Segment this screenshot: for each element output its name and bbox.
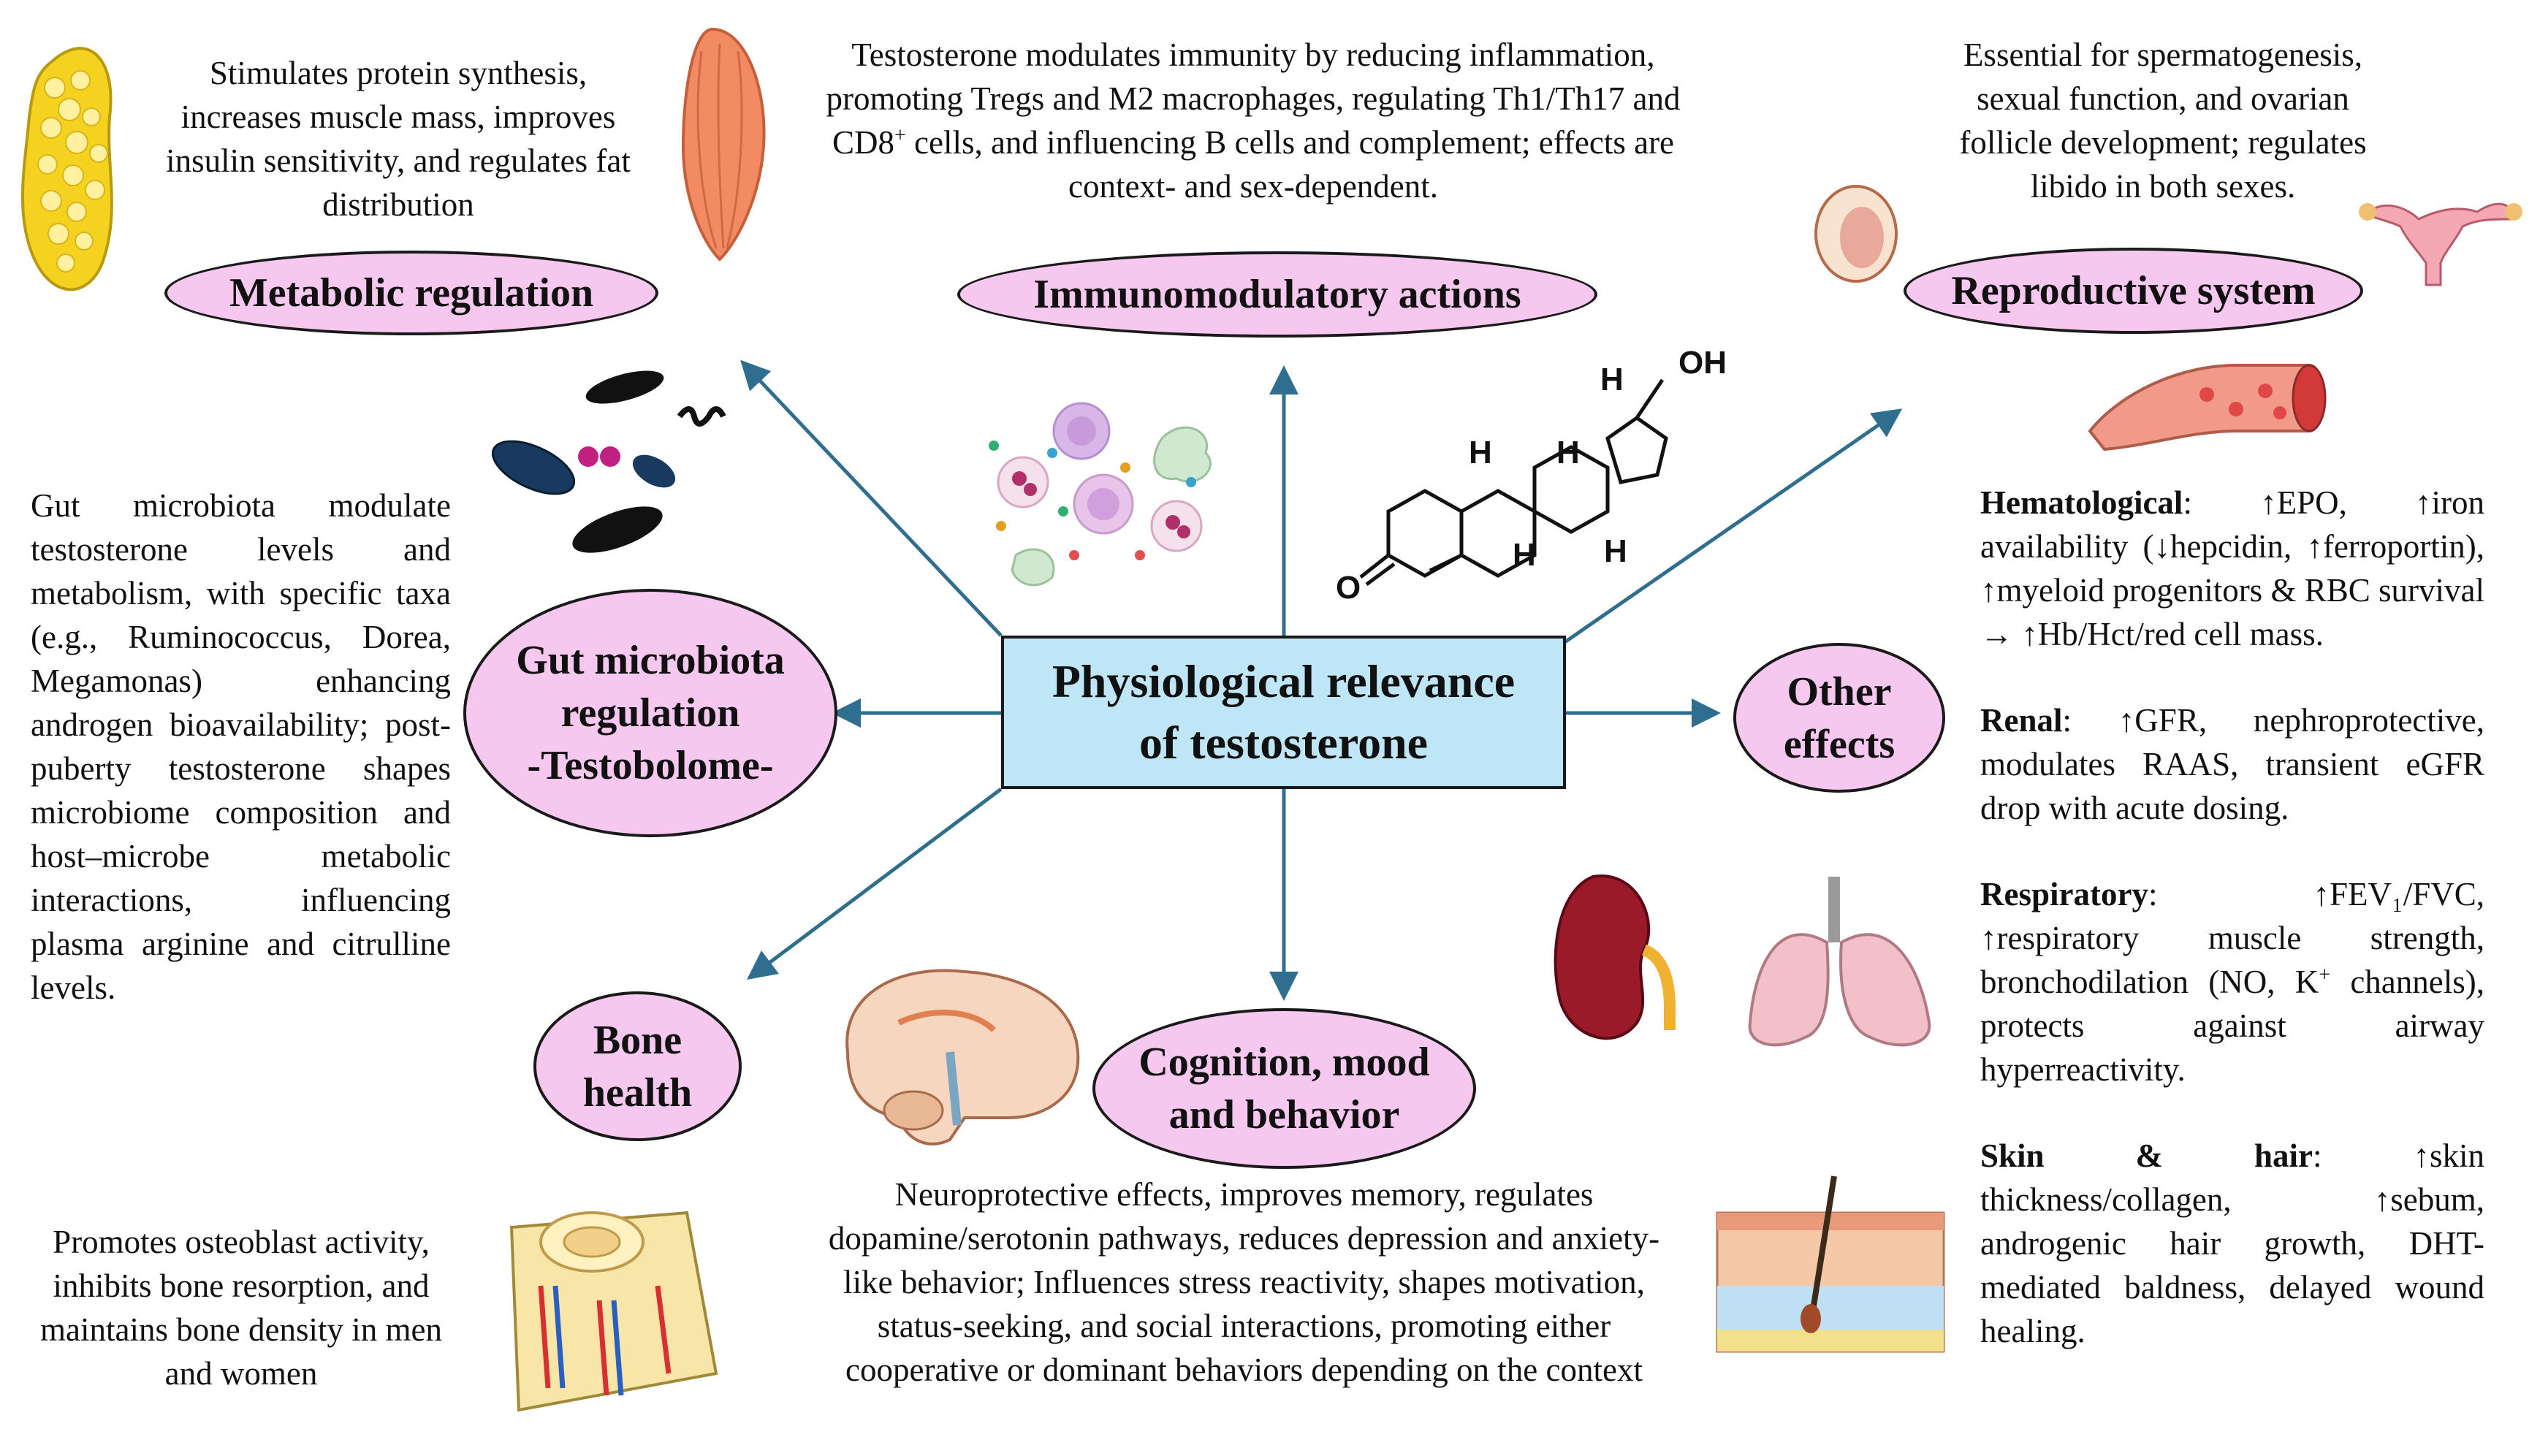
gut-microbiota-description: Gut microbiota modulate testosterone lev… xyxy=(31,487,451,1006)
immunomodulatory-actions-label: Immunomodulatory actions xyxy=(1033,272,1521,317)
bone-icon xyxy=(509,1211,718,1412)
adipose-tissue-icon xyxy=(21,47,113,291)
skin-hair-icon xyxy=(1716,1175,1945,1353)
renal-effect: Renal: ↑GFR, nephroprotective, modulates… xyxy=(1980,702,2484,826)
arrow-to-bone xyxy=(747,788,1003,980)
hematological-effect: Hematological: ↑EPO, ↑iron availability … xyxy=(1980,484,2484,652)
skin-hair-effect: Skin & hair: ↑skin thickness/collagen, ↑… xyxy=(1980,1137,2484,1349)
immune-cells-icon xyxy=(989,402,1212,587)
molecule-h-label: H xyxy=(1469,435,1492,470)
kidney-icon xyxy=(1554,874,1676,1040)
molecule-h-label: H xyxy=(1513,537,1536,573)
cognition-mood-behavior-label: and behavior xyxy=(1168,1092,1400,1137)
blood-vessel-icon xyxy=(2088,364,2327,451)
lungs-icon xyxy=(1748,877,1931,1047)
immunomodulatory-actions-node: Immunomodulatory actions xyxy=(957,251,1597,338)
center-title-line2: of testosterone xyxy=(1138,717,1429,769)
bone-health-label: health xyxy=(582,1070,693,1116)
testosterone-molecule-icon xyxy=(1359,378,1668,587)
gut-microbiota-label: -Testobolome- xyxy=(527,743,774,788)
other-effects-node: Other effects xyxy=(1733,643,1945,793)
bone-health-node: Bone health xyxy=(533,991,742,1141)
reproductive-description: Essential for spermatogenesis, sexual fu… xyxy=(1959,37,2367,205)
bacteria-icon xyxy=(491,370,726,553)
reproductive-system-node: Reproductive system xyxy=(1904,248,2363,334)
muscle-icon xyxy=(681,27,766,262)
other-effects-label: Other xyxy=(1787,668,1892,714)
reproductive-system-label: Reproductive system xyxy=(1951,268,2316,313)
respiratory-effect: Respiratory: ↑FEV₁/FVC, ↑respiratory mus… xyxy=(1980,876,2485,1088)
brain-icon xyxy=(845,969,1080,1146)
molecule-h-label: H xyxy=(1600,362,1624,397)
gut-microbiota-label: Gut microbiota xyxy=(516,638,785,683)
bone-health-label: Bone xyxy=(593,1017,682,1063)
molecule-o-label: O xyxy=(1336,570,1361,606)
cognition-mood-behavior-label: Cognition, mood xyxy=(1138,1040,1430,1085)
arrow-to-metabolic xyxy=(740,359,1003,637)
center-title-line1: Physiological relevance xyxy=(1052,655,1516,707)
arrow-to-reproductive xyxy=(1562,408,1903,645)
gut-microbiota-node: Gut microbiota regulation -Testobolome- xyxy=(463,589,837,837)
testis-icon xyxy=(1814,185,1898,283)
molecule-h-label: H xyxy=(1556,435,1580,470)
other-effects-list: Hematological: ↑EPO, ↑iron availability … xyxy=(1980,481,2484,1395)
cognition-mood-behavior-node: Cognition, mood and behavior xyxy=(1092,1008,1476,1169)
molecule-oh-label: OH xyxy=(1678,345,1727,381)
metabolic-regulation-node: Metabolic regulation xyxy=(164,251,658,335)
other-effects-label: effects xyxy=(1783,721,1896,767)
gut-microbiota-label: regulation xyxy=(560,690,740,736)
immunomodulatory-description: Testosterone modulates immunity by reduc… xyxy=(826,37,1681,205)
cognition-description: Neuroprotective effects, improves memory… xyxy=(828,1176,1660,1388)
center-box: Physiological relevance of testosterone xyxy=(1001,636,1566,789)
uterus-icon xyxy=(2359,202,2522,286)
bone-health-description: Promotes osteoblast activity, inhibits b… xyxy=(40,1224,442,1392)
metabolic-regulation-label: Metabolic regulation xyxy=(229,270,594,316)
molecule-h-label: H xyxy=(1604,533,1627,569)
metabolic-description: Stimulates protein synthesis, increases … xyxy=(166,55,631,223)
